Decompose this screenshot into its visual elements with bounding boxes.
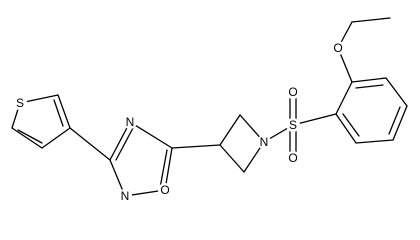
bond-az-c4-c3 (219, 144, 245, 173)
bond-ch2-ch3 (351, 17, 391, 23)
molecule-structure: S N N O N S O O O (11, 17, 408, 203)
bond-c5-o1-double (159, 149, 168, 189)
oxadiazole-n4-label: N (126, 115, 135, 129)
ethoxy-group (337, 17, 391, 83)
bond-bz-c6-c1 (335, 113, 357, 144)
bond-c3-c4 (41, 127, 71, 149)
bond-az-c3-c2 (219, 114, 241, 146)
bond-bz-c2-c3 (351, 77, 387, 83)
bond-n4-c5 (129, 121, 173, 149)
bond-c3-n4-double (115, 127, 134, 161)
thiophene-sulfur-label: S (16, 96, 24, 110)
bond-c2-c3-double (17, 129, 43, 144)
bond-oxadiazole-azetidine (171, 144, 221, 149)
bond-bz-c5-c6 (355, 139, 394, 144)
bond-sulfonyl-benzene (292, 113, 337, 126)
bond-thiophene-oxadiazole (69, 127, 111, 161)
sulfonyl-sulfur-label: S (289, 118, 297, 132)
bond-bz-c4-c5 (392, 105, 408, 141)
bond-bz-c1-c2 (335, 81, 353, 115)
bond-c4-c5-double (53, 99, 64, 127)
oxadiazole-n2-label: N (121, 189, 130, 203)
ether-oxygen-label: O (333, 41, 342, 55)
sulfonyl-oxygen-lower-label: O (288, 151, 297, 165)
bond-c4-c5 (57, 94, 71, 129)
azetidine-nitrogen-label: N (260, 135, 269, 149)
bond-bz-c3-c4 (385, 77, 408, 107)
thiophene-ring (11, 94, 71, 149)
benzene-ring (335, 77, 408, 144)
bond-bz-c6-c1-double (342, 113, 360, 137)
bond-bz-c2-c3-double (355, 84, 384, 89)
molecule-canvas: S N N O N S O O O (11, 17, 408, 203)
oxadiazole-o1-label: O (160, 183, 169, 197)
bond-bz-c4-c5-double (388, 106, 401, 135)
bond-c5-o1 (164, 147, 173, 191)
sulfonyl-oxygen-upper-label: O (288, 85, 297, 99)
atom-labels: S N N O N S O O O (13, 41, 345, 203)
bond-c3-n4 (109, 121, 131, 161)
bond-c2-c3 (11, 127, 43, 149)
